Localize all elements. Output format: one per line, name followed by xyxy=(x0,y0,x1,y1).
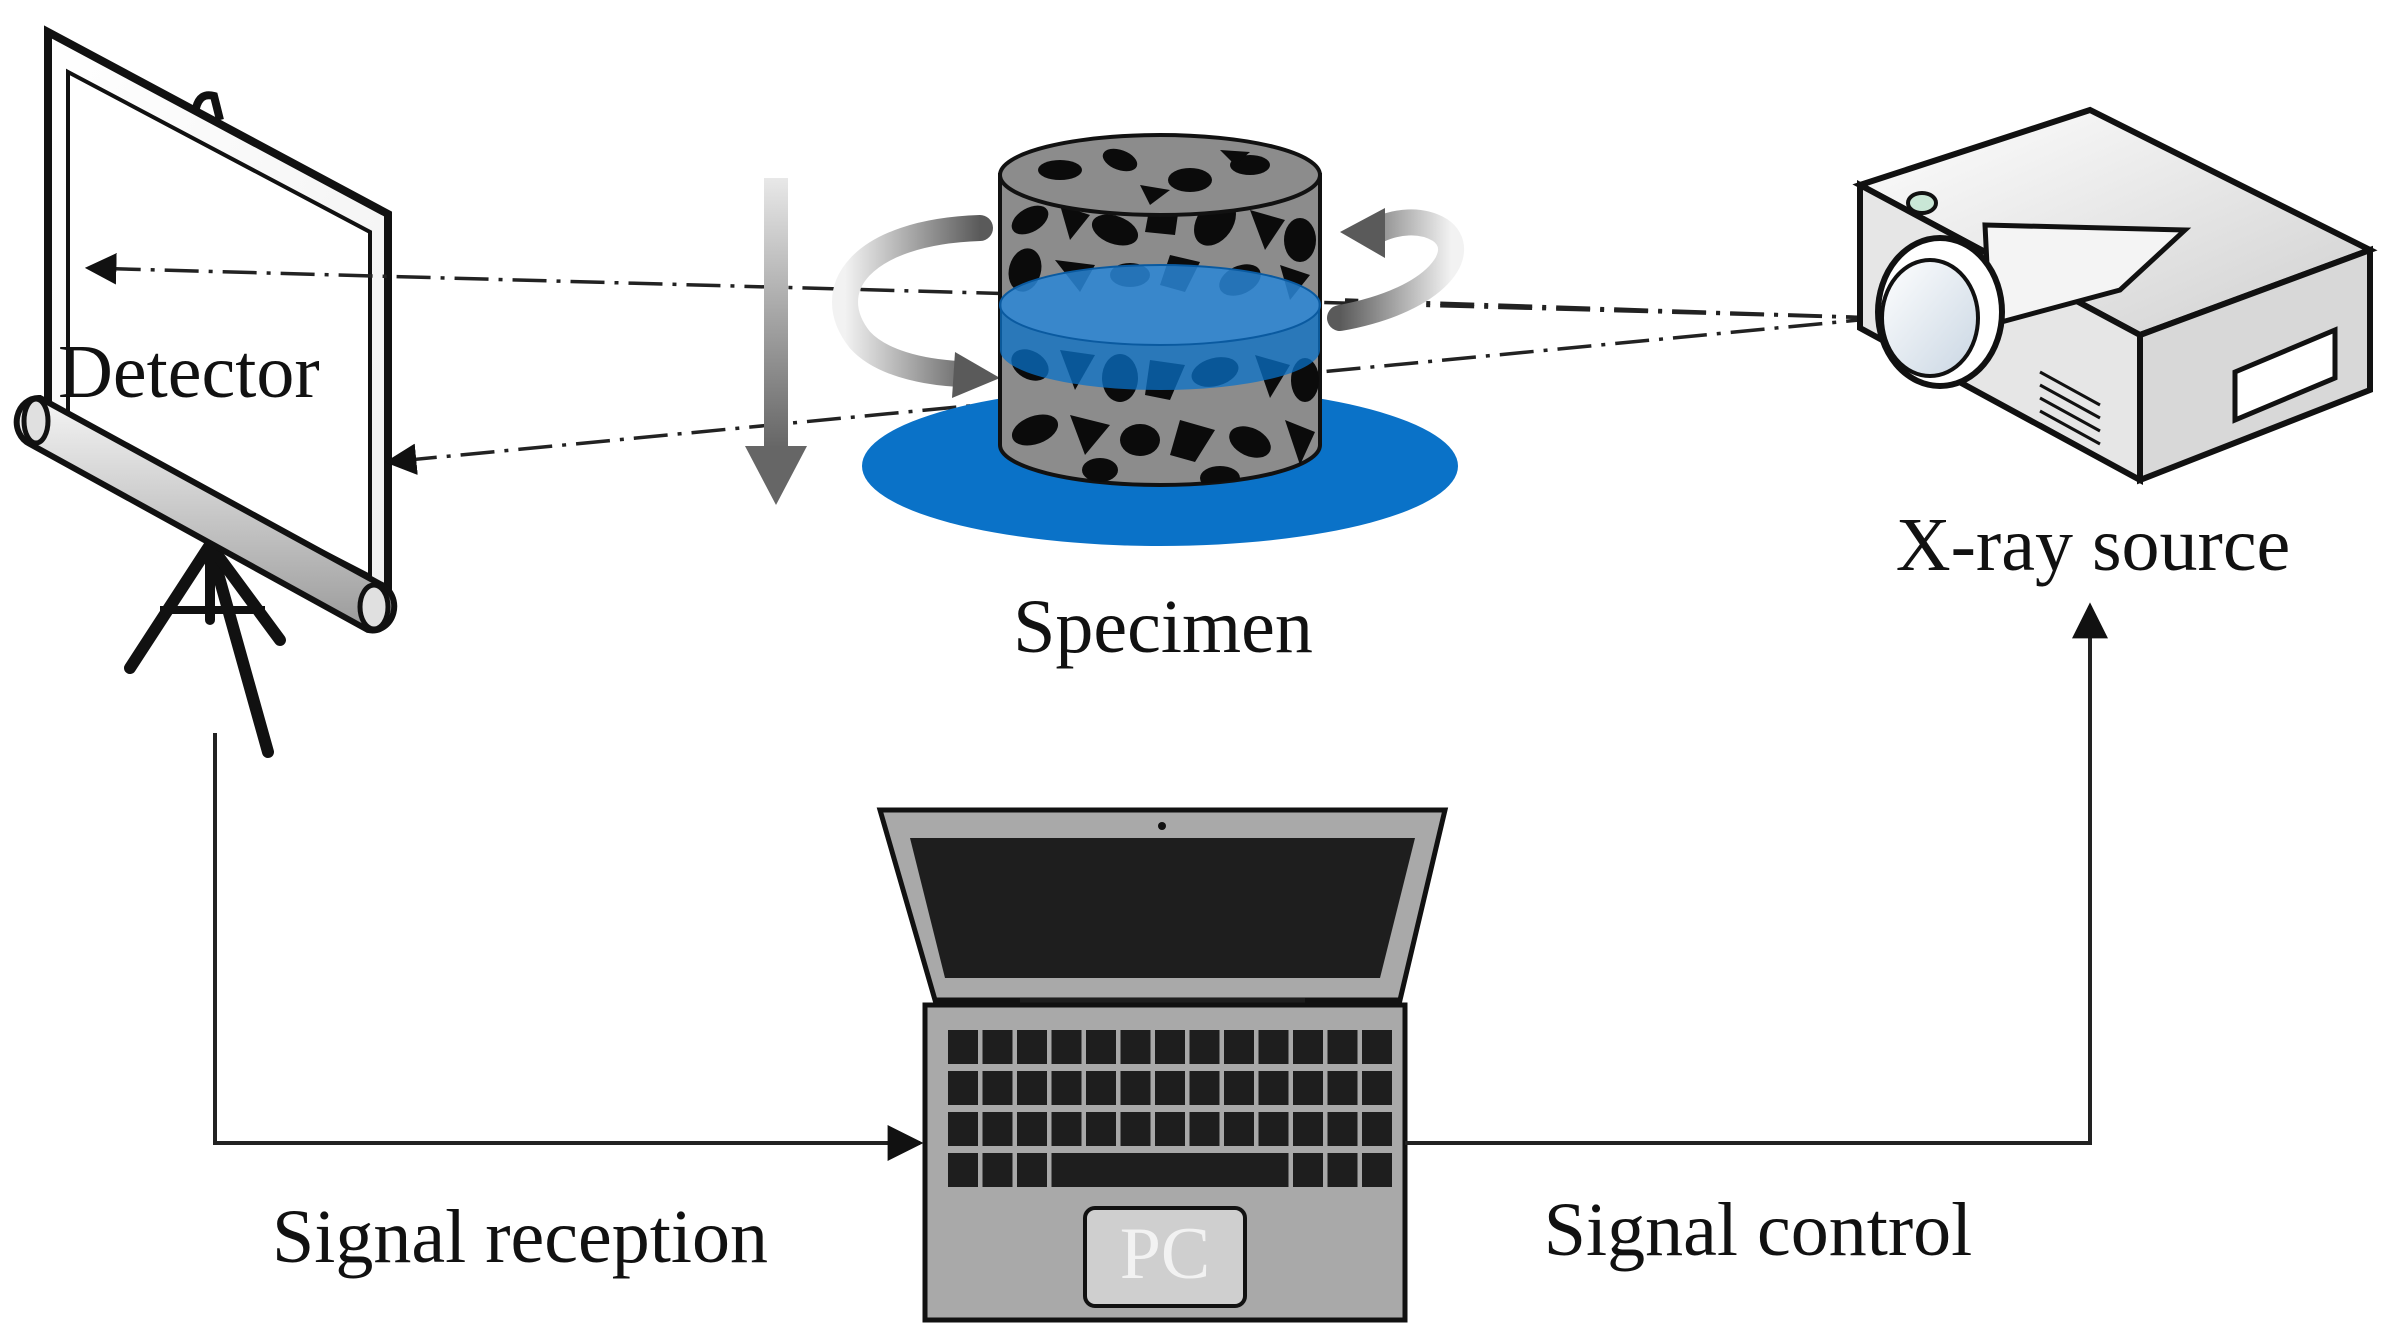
keyboard-key xyxy=(1258,1071,1289,1105)
keyboard-key xyxy=(948,1112,978,1146)
keyboard-key xyxy=(1362,1030,1392,1064)
signal-lines xyxy=(213,602,2108,1161)
keyboard-key xyxy=(1224,1112,1254,1146)
signal-control-label: Signal control xyxy=(1544,1188,1973,1272)
keyboard-key xyxy=(1362,1112,1392,1146)
keyboard-key xyxy=(982,1153,1013,1187)
keyboard-key xyxy=(1051,1071,1082,1105)
keyboard-key xyxy=(1258,1030,1289,1064)
rotation-arrow-icon xyxy=(832,215,993,387)
keyboard-key xyxy=(1051,1112,1082,1146)
keyboard-key xyxy=(1017,1030,1047,1064)
keyboard-key xyxy=(1189,1112,1220,1146)
keyboard-key xyxy=(1189,1071,1220,1105)
keyboard-key xyxy=(948,1071,978,1105)
keyboard-key xyxy=(1086,1112,1116,1146)
keyboard-key xyxy=(1189,1030,1220,1064)
detector-label: Detector xyxy=(58,330,320,414)
keyboard-key xyxy=(948,1153,978,1187)
keyboard-key xyxy=(1327,1030,1358,1064)
keyboard-key xyxy=(1258,1112,1289,1146)
keyboard-key xyxy=(1327,1153,1358,1187)
keyboard-key xyxy=(1017,1112,1047,1146)
keyboard-key xyxy=(1155,1030,1185,1064)
keyboard-key xyxy=(1362,1071,1392,1105)
keyboard-key xyxy=(1120,1112,1151,1146)
keyboard-key xyxy=(1327,1112,1358,1146)
keyboard-key xyxy=(1224,1030,1254,1064)
keyboard-key xyxy=(948,1030,978,1064)
keyboard-key xyxy=(982,1030,1013,1064)
keyboard-key xyxy=(1293,1071,1323,1105)
specimen-cylinder-icon xyxy=(832,133,1464,546)
xray-source-label: X-ray source xyxy=(1896,503,2291,587)
keyboard-key xyxy=(1293,1112,1323,1146)
keyboard-key xyxy=(1327,1071,1358,1105)
xray-beam-lines xyxy=(84,253,1881,475)
central-beam-line xyxy=(1344,298,1881,320)
keyboard-key xyxy=(1086,1030,1116,1064)
keyboard-key xyxy=(1051,1030,1082,1064)
keyboard-key xyxy=(1155,1112,1185,1146)
keyboard-key xyxy=(1362,1153,1392,1187)
keyboard-key xyxy=(1017,1071,1047,1105)
keyboard-key xyxy=(1086,1071,1116,1105)
laptop-icon: PC xyxy=(876,807,1449,1323)
signal-reception-label: Signal reception xyxy=(272,1195,768,1279)
keyboard-key xyxy=(1224,1071,1254,1105)
keyboard-key xyxy=(1120,1030,1151,1064)
xray-source-icon xyxy=(1852,106,2378,486)
specimen-label: Specimen xyxy=(1013,585,1313,669)
keyboard-key xyxy=(1155,1071,1185,1105)
keyboard-key xyxy=(1293,1030,1323,1064)
keyboard-key xyxy=(1293,1153,1323,1187)
keyboard-key xyxy=(982,1071,1013,1105)
pc-label: PC xyxy=(1120,1213,1211,1295)
keyboard-key xyxy=(1017,1153,1047,1187)
keyboard-spacebar xyxy=(1051,1153,1289,1187)
keyboard-key xyxy=(982,1112,1013,1146)
signal-reception-line xyxy=(213,733,924,1161)
scan-direction-arrow-icon xyxy=(745,178,807,505)
signal-control-line xyxy=(1405,602,2108,1145)
lower-beam-line xyxy=(384,316,1881,475)
keyboard xyxy=(948,1030,1392,1187)
keyboard-key xyxy=(1120,1071,1151,1105)
projector-screen-icon xyxy=(13,25,398,758)
